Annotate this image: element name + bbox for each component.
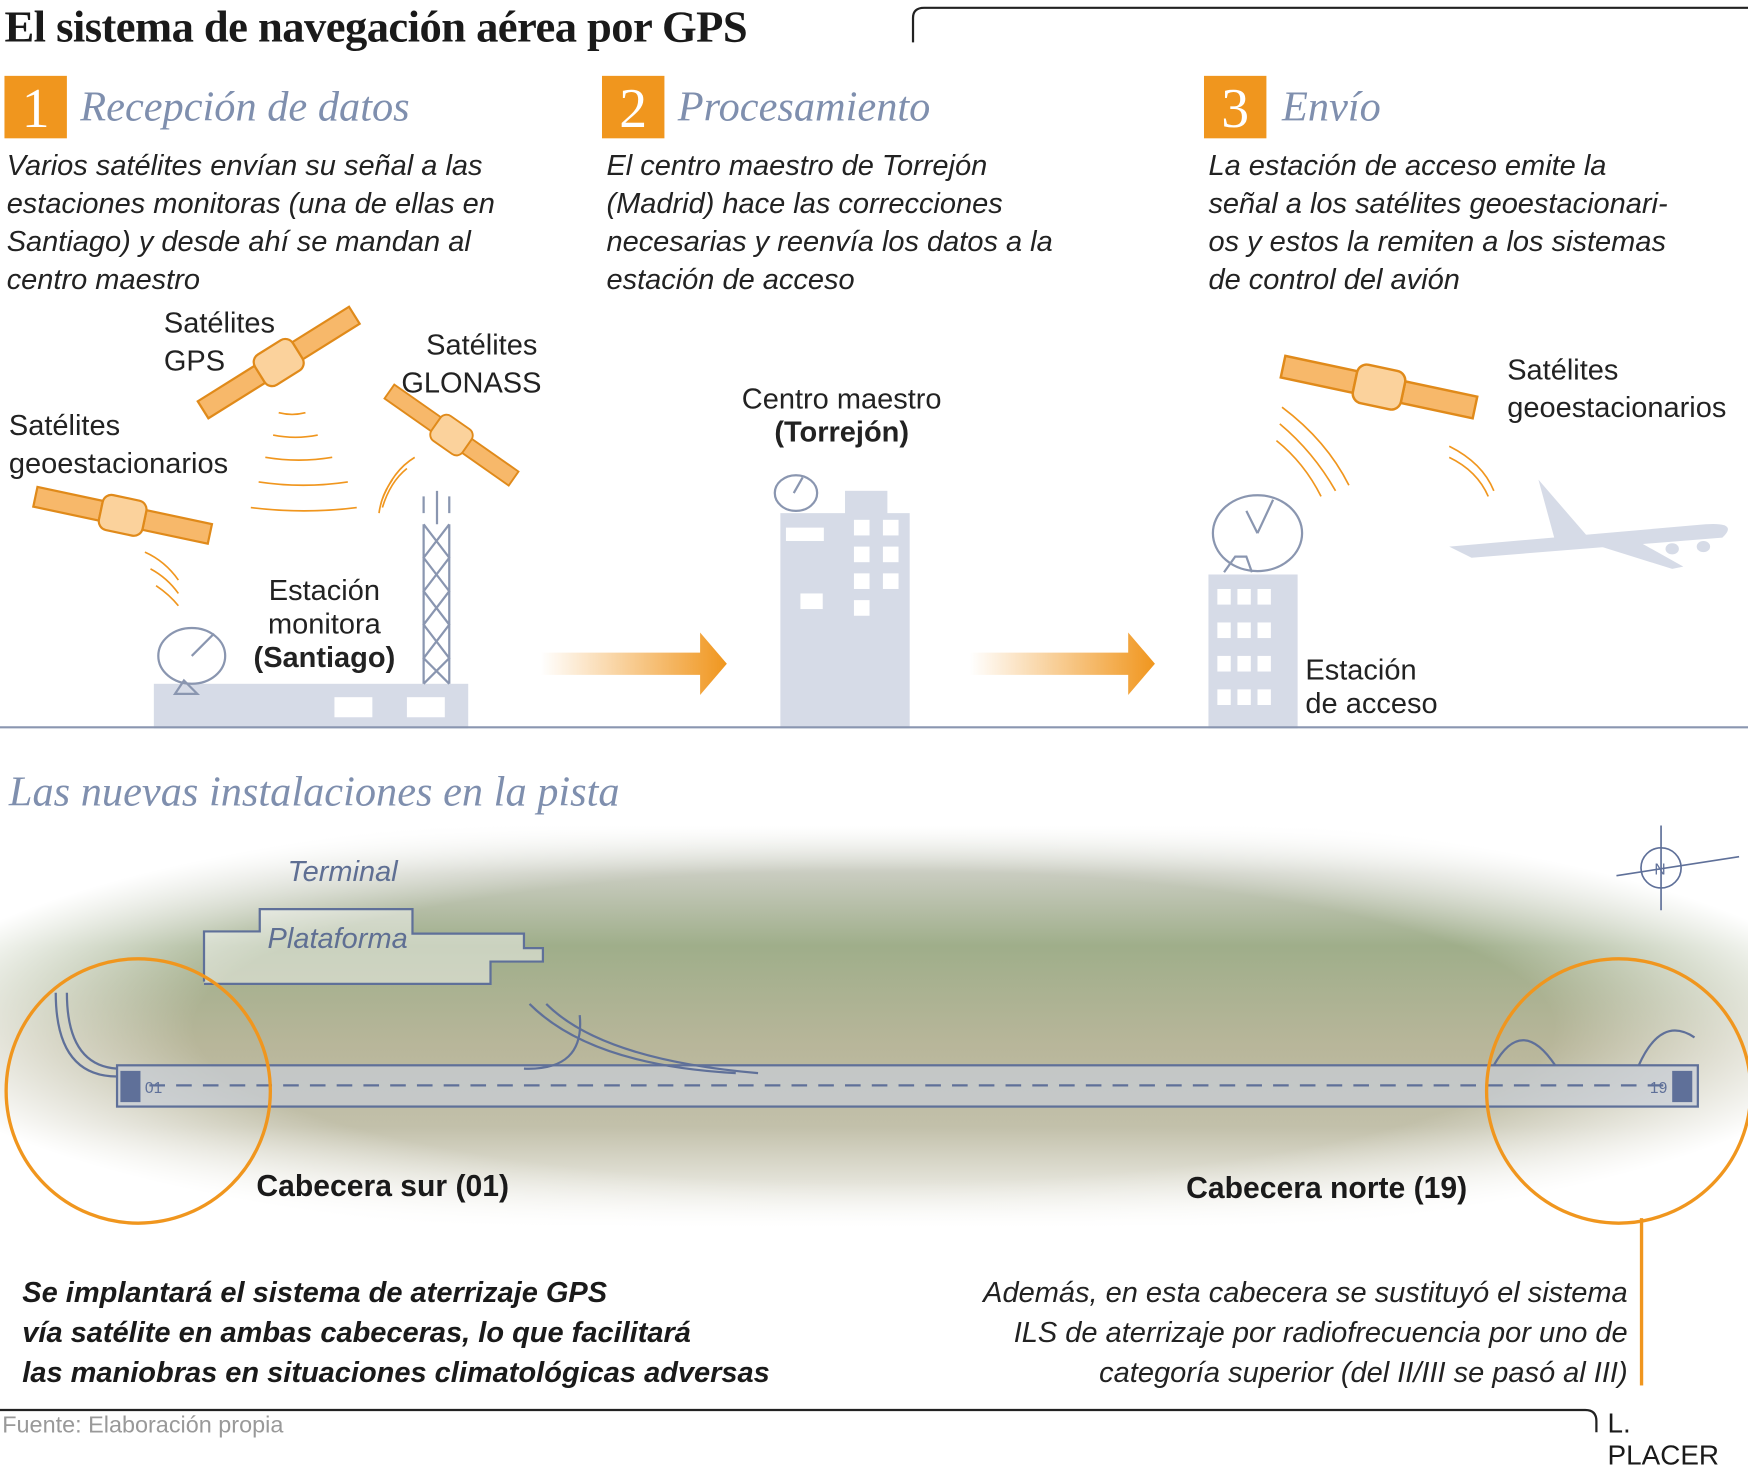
- footer-rule: [0, 1408, 1598, 1433]
- compass-n: N: [1654, 862, 1665, 879]
- step-text-line: Santiago) y desde ahí se mandan al: [6, 224, 471, 258]
- step-heading: Envío: [1282, 83, 1381, 131]
- platform-label: Plataforma: [267, 921, 408, 955]
- step-text-line: de control del avión: [1208, 262, 1460, 296]
- source-note: Fuente: Elaboración propia: [2, 1412, 284, 1438]
- step-heading: Procesamiento: [677, 83, 931, 131]
- geo-satellite-icon: [1277, 346, 1481, 428]
- aerial-photo: [0, 825, 1748, 1228]
- step-text-line: estación de acceso: [606, 262, 855, 296]
- step-number: 3: [1203, 75, 1267, 139]
- tower-icon: [422, 490, 451, 685]
- satellite-dish-icon: [773, 474, 819, 513]
- terminal-label: Terminal: [287, 854, 398, 888]
- south-head-highlight: [4, 957, 273, 1225]
- page-title: El sistema de navegación aérea por GPS: [4, 1, 748, 52]
- ils-note: Además, en esta cabecera se sustituyó el…: [983, 1275, 1628, 1389]
- illustrations: [0, 301, 1748, 729]
- geo-satellite-icon: [30, 478, 215, 553]
- arrow-right-icon: [969, 632, 1155, 695]
- step-text-line: os y estos la remiten a los sistemas: [1208, 224, 1666, 258]
- step-text-line: estaciones monitoras (una de ellas en: [6, 186, 495, 220]
- step-text-line: necesarias y reenvía los datos a la: [606, 224, 1053, 258]
- step-text-line: señal a los satélites geoestacionari-: [1208, 186, 1668, 220]
- title-rule: [911, 6, 1748, 43]
- airplane-icon: [1449, 479, 1728, 569]
- step-text-line: La estación de acceso emite la: [1208, 148, 1607, 182]
- callout-line: [1639, 1218, 1644, 1386]
- step-text-line: centro maestro: [6, 262, 201, 296]
- satellite-dish-icon: [1211, 494, 1304, 573]
- platform-outline: [202, 908, 545, 985]
- step-text-line: (Madrid) hace las correcciones: [606, 186, 1003, 220]
- step-heading: Recepción de datos: [80, 83, 410, 131]
- south-head-label: Cabecera sur (01): [256, 1169, 510, 1203]
- north-head-label: Cabecera norte (19): [1186, 1171, 1468, 1205]
- satellite-dish-icon: [157, 626, 227, 695]
- master-center-label: Centro maestro(Torrejón): [741, 381, 942, 449]
- section-title: Las nuevas instalaciones en la pista: [8, 768, 620, 816]
- north-head-highlight: [1484, 957, 1748, 1225]
- step-text-line: Varios satélites envían su señal a las: [6, 148, 483, 182]
- signal-waves-icon: [144, 406, 1495, 607]
- compass-icon: [1616, 825, 1740, 911]
- gps-note: Se implantará el sistema de aterrizaje G…: [22, 1275, 770, 1389]
- arrow-right-icon: [540, 632, 727, 695]
- step-text-line: El centro maestro de Torrejón: [606, 148, 988, 182]
- author-credit: L. PLACER: [1607, 1407, 1720, 1472]
- step-number: 1: [4, 75, 67, 139]
- step-number: 2: [601, 75, 665, 139]
- runway-diagram: 01 19 N: [54, 825, 1740, 1108]
